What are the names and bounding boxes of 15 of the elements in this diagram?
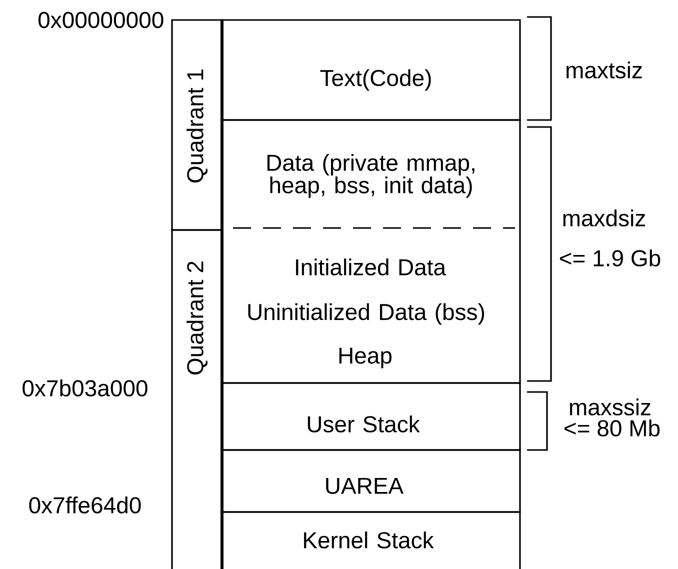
size-limit-label: maxtsiz [566, 62, 642, 78]
quadrant-band: Quadrant 1 [171, 19, 223, 231]
memory-segment: Kernel Stack [220, 511, 521, 569]
address-label: 0x00000000 [38, 12, 164, 28]
memory-segment: Text(Code) [220, 19, 521, 121]
address-label: 0x7b03a000 [22, 380, 148, 396]
memory-segment: User Stack [220, 382, 521, 451]
memory-segment: Data (private mmap, heap, bss, init data) Initialized Data Uninitialized Data (bss) Heap [220, 119, 521, 384]
size-limit-label: <= 1.9 Gb [560, 250, 660, 266]
memory-segment: UAREA [220, 449, 521, 513]
size-limit-label: maxssiz [570, 398, 650, 416]
size-limit-label: <= 80 Mb [564, 420, 660, 436]
size-limit-label: maxdsiz [563, 210, 646, 226]
address-label: 0x7ffe64d0 [29, 496, 141, 514]
quadrant-band: Quadrant 2 [171, 229, 223, 569]
